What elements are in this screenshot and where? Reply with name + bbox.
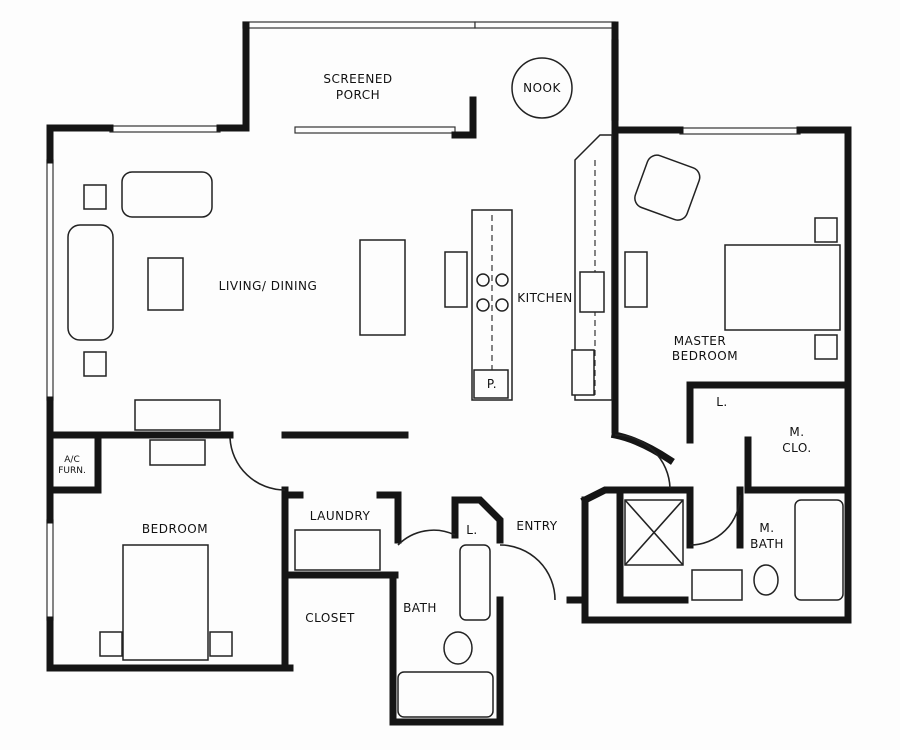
label-master-bedroom-1: MASTER	[674, 334, 726, 348]
label-nook: NOOK	[523, 81, 561, 95]
room-labels: SCREENED PORCH NOOK LIVING/ DINING KITCH…	[58, 72, 811, 625]
label-laundry: LAUNDRY	[310, 509, 371, 523]
label-master-linen: L.	[716, 395, 728, 409]
label-linen: L.	[466, 523, 478, 537]
label-ac-furnace-1: A/C	[64, 455, 79, 465]
label-closet: CLOSET	[305, 611, 355, 625]
label-bedroom: BEDROOM	[142, 522, 208, 536]
label-bath: BATH	[403, 601, 437, 615]
label-master-closet-1: M.	[789, 425, 804, 439]
label-master-bath-1: M.	[759, 521, 774, 535]
label-screened-porch-1: SCREENED	[323, 72, 392, 86]
door-swings	[229, 434, 741, 601]
label-master-bath-2: BATH	[750, 537, 784, 551]
label-ac-furnace-2: FURN.	[58, 466, 86, 476]
label-pantry: P.	[487, 377, 497, 391]
label-master-closet-2: CLO.	[782, 441, 811, 455]
label-master-bedroom-2: BEDROOM	[672, 349, 738, 363]
kitchen-fixtures	[444, 134, 648, 401]
label-screened-porch-2: PORCH	[336, 88, 380, 102]
label-living-dining: LIVING/ DINING	[219, 279, 318, 293]
label-entry: ENTRY	[516, 519, 557, 533]
furniture	[67, 57, 844, 718]
label-kitchen: KITCHEN	[517, 291, 573, 305]
